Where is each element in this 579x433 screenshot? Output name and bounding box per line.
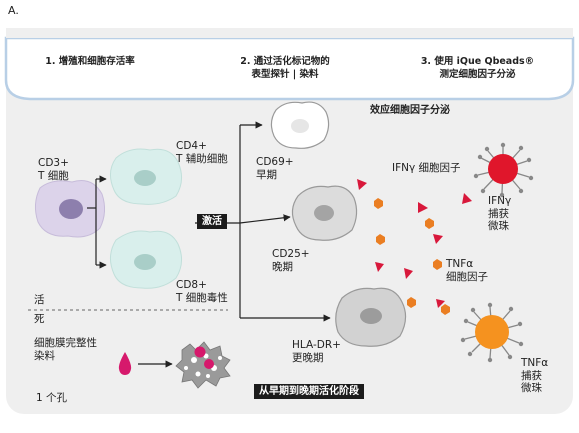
panel-label: A. — [8, 4, 19, 17]
header-step-3: 3. 使用 iQue Qbeads® 测定细胞因子分泌 — [400, 55, 555, 81]
effector-secretion-label: 效应细胞因子分泌 — [370, 105, 450, 116]
cd69-label-line-2: 早期 — [256, 169, 277, 181]
ifng-bead-label-line-1: IFNγ — [488, 195, 512, 207]
one-well-label: 1 个孔 — [36, 392, 68, 404]
cd8-label-line-1: CD8+ — [176, 279, 207, 291]
tnfa-capture-bead — [460, 302, 524, 363]
tnfa-bead-label-line-1: TNFα — [521, 357, 549, 369]
header-step-2-line-2: 表型探针 | 染料 — [251, 69, 319, 80]
cd4-label-line-2: T 辅助细胞 — [176, 153, 228, 165]
tnfa-cytokine-label: TNFα 细胞因子 — [446, 258, 488, 284]
cd3-t-cell — [34, 180, 106, 238]
cd8-label-line-2: T 细胞毒性 — [176, 292, 228, 304]
tnfa-cytokine-label-line-2: 细胞因子 — [446, 271, 488, 283]
cd3-branch-arrows — [87, 175, 107, 269]
cd3-label-line-2: T 细胞 — [38, 170, 69, 182]
hladr-later-cell — [335, 287, 407, 347]
header-step-3-line-2: 测定细胞因子分泌 — [439, 69, 516, 80]
header-step-2: 2. 通过活化标记物的 表型探针 | 染料 — [215, 55, 355, 81]
ifng-bead-label-line-2: 捕获 — [488, 207, 509, 220]
dead-label: 死 — [34, 313, 45, 325]
membrane-dye-label-line-2: 染料 — [34, 350, 55, 362]
early-to-late-banner: 从早期到晚期活化阶段 — [254, 384, 364, 399]
hladr-label-line-2: 更晚期 — [292, 352, 324, 364]
ifng-capture-bead — [473, 142, 534, 198]
ifng-bead-label-line-3: 微珠 — [488, 220, 509, 232]
hladr-label: HLA-DR+ 更晚期 — [292, 339, 341, 365]
cd25-label-line-2: 晚期 — [272, 261, 293, 273]
header-step-1: 1. 增殖和细胞存活率 — [30, 55, 150, 68]
header-step-3-line-1: 3. 使用 iQue Qbeads® — [420, 56, 535, 67]
dye-drop-icon — [118, 352, 132, 375]
live-label: 活 — [34, 294, 45, 306]
tnfa-bead-label-line-3: 微珠 — [521, 382, 542, 394]
cd25-label-line-1: CD25+ — [272, 248, 310, 260]
ifng-cytokine-triangles — [357, 179, 472, 308]
tnfa-cytokine-hexagons — [374, 198, 450, 315]
cd69-label-line-1: CD69+ — [256, 156, 294, 168]
hladr-label-line-1: HLA-DR+ — [292, 339, 341, 351]
ifng-cytokine-label: IFNγ 细胞因子 — [392, 162, 461, 174]
dead-cell — [175, 341, 231, 389]
cd8-t-cytotoxic-cell — [110, 230, 182, 289]
cd4-label: CD4+ T 辅助细胞 — [176, 140, 228, 166]
cd25-label: CD25+ 晚期 — [272, 248, 310, 274]
cd69-early-cell — [270, 101, 330, 149]
cd4-label-line-1: CD4+ — [176, 140, 207, 152]
cd3-label-line-1: CD3+ — [38, 157, 69, 169]
cd3-label: CD3+ T 细胞 — [38, 157, 69, 183]
membrane-dye-label-line-1: 细胞膜完整性 — [34, 337, 97, 349]
header-step-2-line-1: 2. 通过活化标记物的 — [240, 56, 330, 67]
header-step-1-text: 1. 增殖和细胞存活率 — [45, 56, 135, 67]
cd8-label: CD8+ T 细胞毒性 — [176, 279, 228, 305]
ifng-bead-label: IFNγ 捕获 微珠 — [488, 195, 511, 233]
tnfa-cytokine-label-line-1: TNFα — [446, 258, 474, 270]
header-band — [4, 36, 575, 101]
tnfa-bead-label-line-2: 捕获 — [521, 369, 542, 382]
cd69-label: CD69+ 早期 — [256, 156, 294, 182]
membrane-dye-label: 细胞膜完整性 染料 — [34, 337, 97, 363]
tnfa-bead-label: TNFα 捕获 微珠 — [521, 357, 548, 395]
activation-badge: 激活 — [197, 214, 227, 229]
cd25-late-cell — [291, 185, 358, 241]
cd4-t-helper-cell — [110, 148, 182, 205]
